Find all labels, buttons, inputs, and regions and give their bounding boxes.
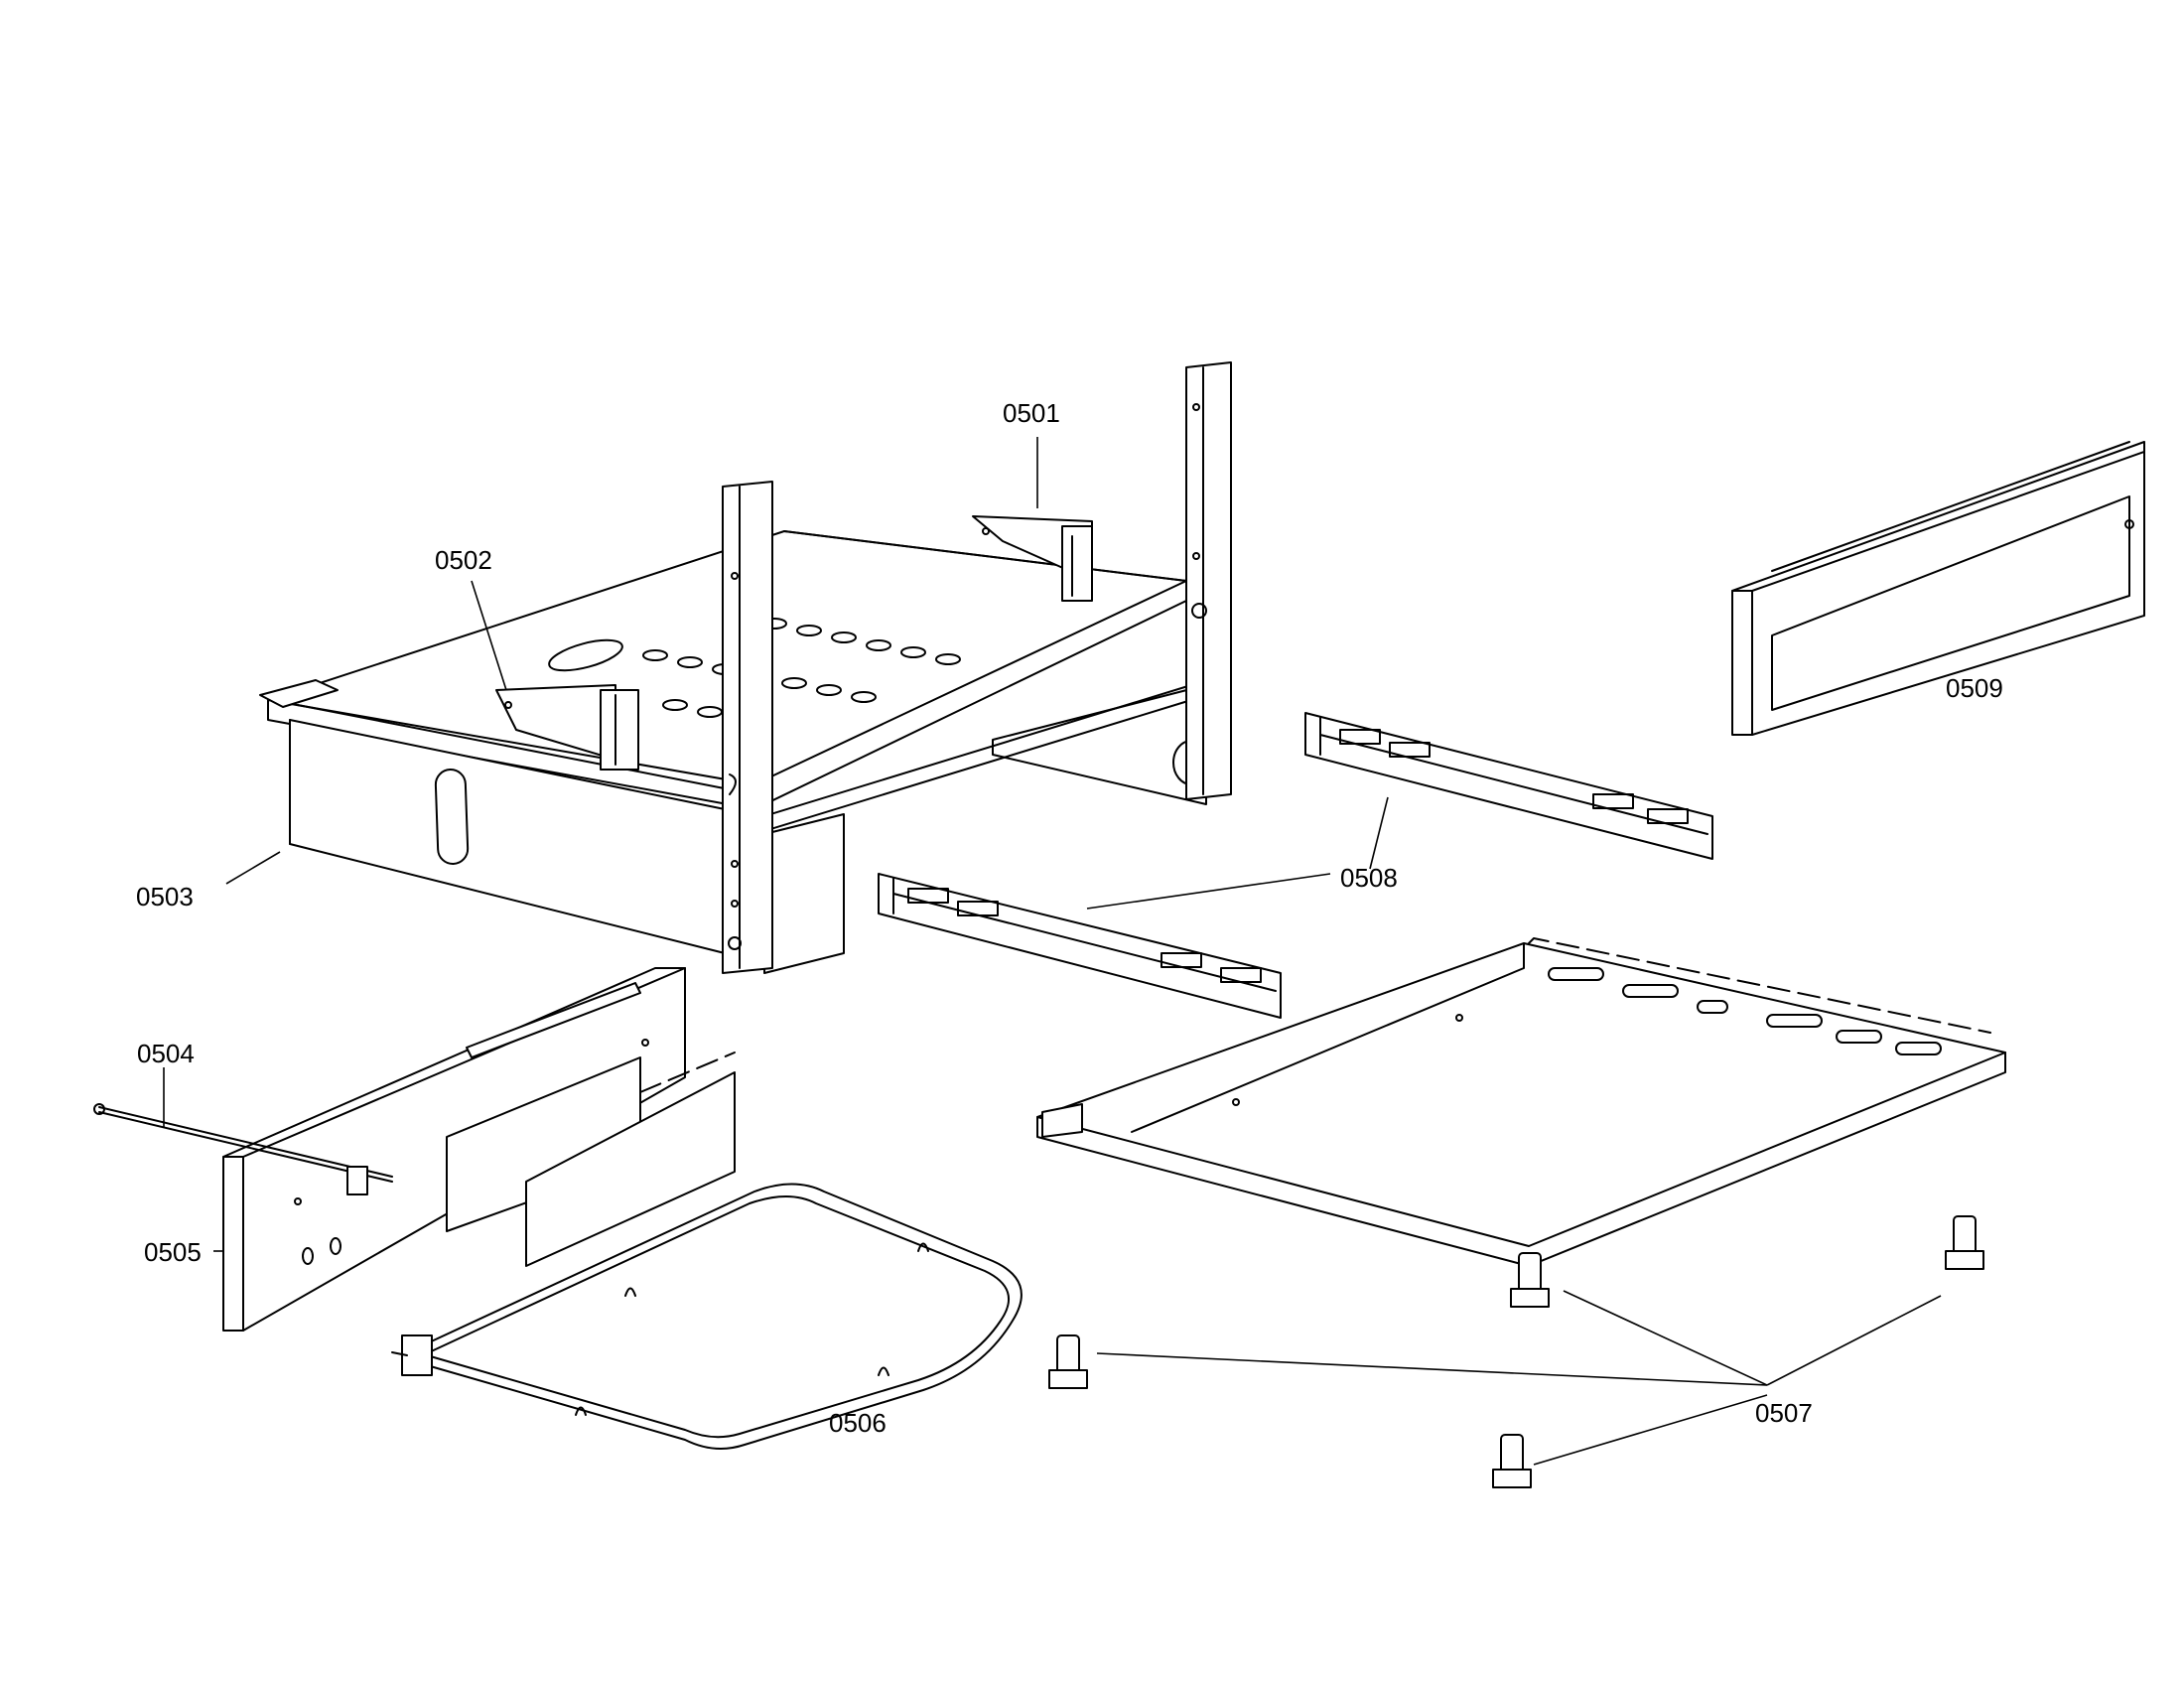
- frame-assembly: [259, 361, 1232, 974]
- leader-lines: [163, 437, 1942, 1466]
- callout-0508: 0508: [1340, 863, 1398, 893]
- bracket-0502: [495, 684, 639, 771]
- bracket-0501: [972, 515, 1093, 602]
- leveling-foot-0507: [1492, 1434, 1532, 1488]
- leveling-foot-0507: [1510, 1252, 1550, 1308]
- callout-0507: 0507: [1755, 1398, 1813, 1428]
- callout-0505: 0505: [144, 1237, 202, 1267]
- callout-0506: 0506: [829, 1408, 887, 1438]
- control-panel-0505: [222, 967, 736, 1332]
- leveling-foot-0507: [1945, 1215, 1984, 1270]
- callout-0503: 0503: [136, 882, 194, 912]
- callout-0509: 0509: [1946, 673, 2003, 703]
- trim-panel-0509: [1731, 441, 2145, 736]
- slide-rail-rear-0508: [1304, 712, 1713, 860]
- leveling-foot-0507: [1048, 1334, 1088, 1389]
- heating-element-0506: [391, 1183, 1023, 1450]
- rod-0504: [93, 1103, 393, 1195]
- slide-rail-front-0508: [878, 873, 1282, 1019]
- callout-0501: 0501: [1003, 398, 1060, 428]
- callout-0504: 0504: [137, 1039, 195, 1068]
- callout-0502: 0502: [435, 545, 492, 575]
